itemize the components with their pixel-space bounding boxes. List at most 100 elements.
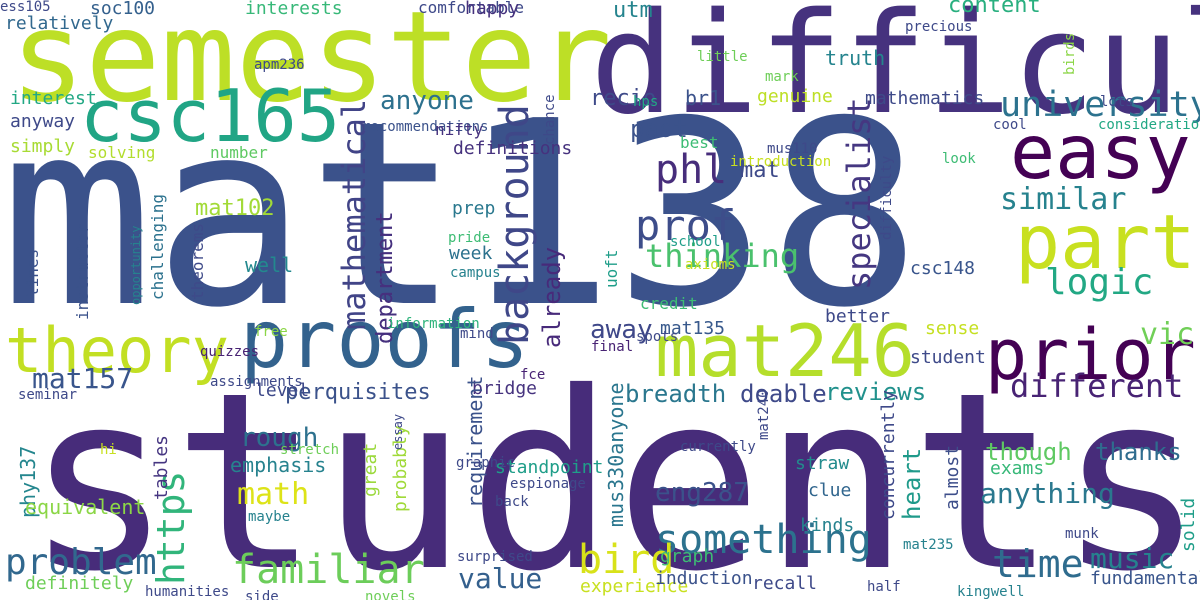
word-125: difficulty (879, 155, 895, 240)
word-15: specialist (840, 97, 878, 290)
word-48: mat (740, 158, 780, 183)
word-12: university (1000, 85, 1200, 125)
word-141: essay (391, 413, 405, 450)
word-140: graphic (456, 455, 516, 471)
word-131: lots (1100, 94, 1134, 110)
word-129: cool (993, 117, 1027, 133)
word-16: prof (635, 201, 737, 250)
word-142: espionage (510, 476, 586, 492)
word-72: solid (1178, 497, 1199, 552)
word-122: pride (448, 230, 491, 246)
word-55: genuine (757, 86, 833, 107)
word-53: truth (825, 46, 886, 70)
word-130: consideration (1098, 117, 1200, 133)
word-79: equivalent (25, 495, 146, 519)
word-4: difficult (590, 0, 1200, 146)
word-8: proofs (240, 293, 529, 386)
word-59: week (449, 243, 493, 264)
word-144: maybe (248, 509, 291, 525)
word-38: perquisites (285, 380, 431, 405)
word-105: theorems (188, 222, 207, 300)
word-43: away (590, 315, 653, 345)
word-126: introduction (730, 154, 832, 170)
word-154: munk (1065, 526, 1099, 542)
word-149: novels (365, 589, 416, 600)
word-115: mind (460, 326, 494, 342)
word-7: part (1015, 198, 1196, 286)
word-41: reviews (825, 378, 927, 406)
word-76: student (910, 347, 986, 368)
word-30: music (1090, 542, 1175, 575)
word-96: anyway (10, 111, 76, 132)
word-22: something (655, 517, 872, 563)
word-107: recommendations (362, 119, 489, 135)
word-137: chance (542, 94, 558, 145)
word-84: definitely (25, 573, 134, 594)
word-62: emphasis (230, 453, 327, 477)
word-71: exams (990, 458, 1045, 479)
word-128: look (942, 151, 976, 167)
word-102: lines (23, 248, 42, 297)
word-9: mat246 (655, 309, 916, 393)
word-10: prior (985, 314, 1196, 396)
word-75: sense (925, 318, 980, 339)
word-104: challenging (148, 194, 167, 300)
word-81: standpoint (495, 457, 604, 478)
word-93: comfortable (418, 0, 524, 17)
word-60: prep (452, 198, 496, 219)
word-119: credit (640, 294, 698, 313)
word-145: currently (680, 439, 756, 455)
word-45: heart (898, 447, 926, 520)
word-108: nifty (435, 120, 484, 139)
word-44: past (630, 115, 688, 143)
word-54: mathematics (865, 88, 985, 109)
word-146: mat240 (756, 389, 772, 440)
word-116: fce (520, 367, 546, 383)
word-68: kinds (800, 515, 855, 536)
word-73: mat135 (660, 318, 726, 339)
word-99: number (210, 143, 268, 162)
word-121: campus (450, 265, 501, 281)
word-127: mus110 (767, 141, 818, 157)
word-61: level (255, 380, 310, 401)
word-112: quizzes (200, 344, 260, 360)
word-86: induction (655, 568, 753, 589)
word-92: interests (245, 0, 343, 19)
word-113: free (254, 324, 288, 340)
word-18: thinking (645, 237, 800, 275)
word-23: familiar (232, 547, 425, 593)
word-111: assignments (210, 374, 303, 390)
word-52: content (948, 0, 1041, 18)
word-151: mat235 (903, 537, 954, 553)
word-82: great (360, 442, 381, 497)
word-80: tables (151, 434, 172, 500)
word-2: mat138 (0, 67, 922, 364)
word-39: rough (240, 423, 319, 453)
word-124: uoft (602, 249, 621, 288)
word-138: stretch (280, 442, 340, 458)
word-150: humanities (145, 584, 230, 600)
word-46: though (985, 438, 1072, 466)
word-36: anyone (380, 86, 474, 116)
word-153: kingwell (957, 584, 1025, 600)
word-94: happy (465, 0, 520, 19)
word-103: instructor (73, 223, 92, 320)
word-49: br1 (685, 86, 722, 110)
word-28: different (1010, 367, 1184, 405)
word-1: students (25, 340, 1200, 600)
word-106: opportunity (129, 225, 143, 305)
word-98: solving (88, 143, 156, 162)
word-69: concurrently (878, 389, 899, 520)
word-57: well (245, 253, 294, 277)
word-64: requirement (463, 375, 487, 508)
word-25: problem (5, 542, 157, 583)
word-152: half (867, 579, 901, 595)
word-11: theory (5, 314, 229, 387)
word-143: back (495, 494, 529, 510)
word-63: bridge (472, 378, 538, 399)
word-134: mark (765, 69, 799, 85)
word-47: thanks (1095, 438, 1182, 466)
word-29: anything (980, 477, 1115, 510)
word-100: definitions (453, 138, 573, 159)
